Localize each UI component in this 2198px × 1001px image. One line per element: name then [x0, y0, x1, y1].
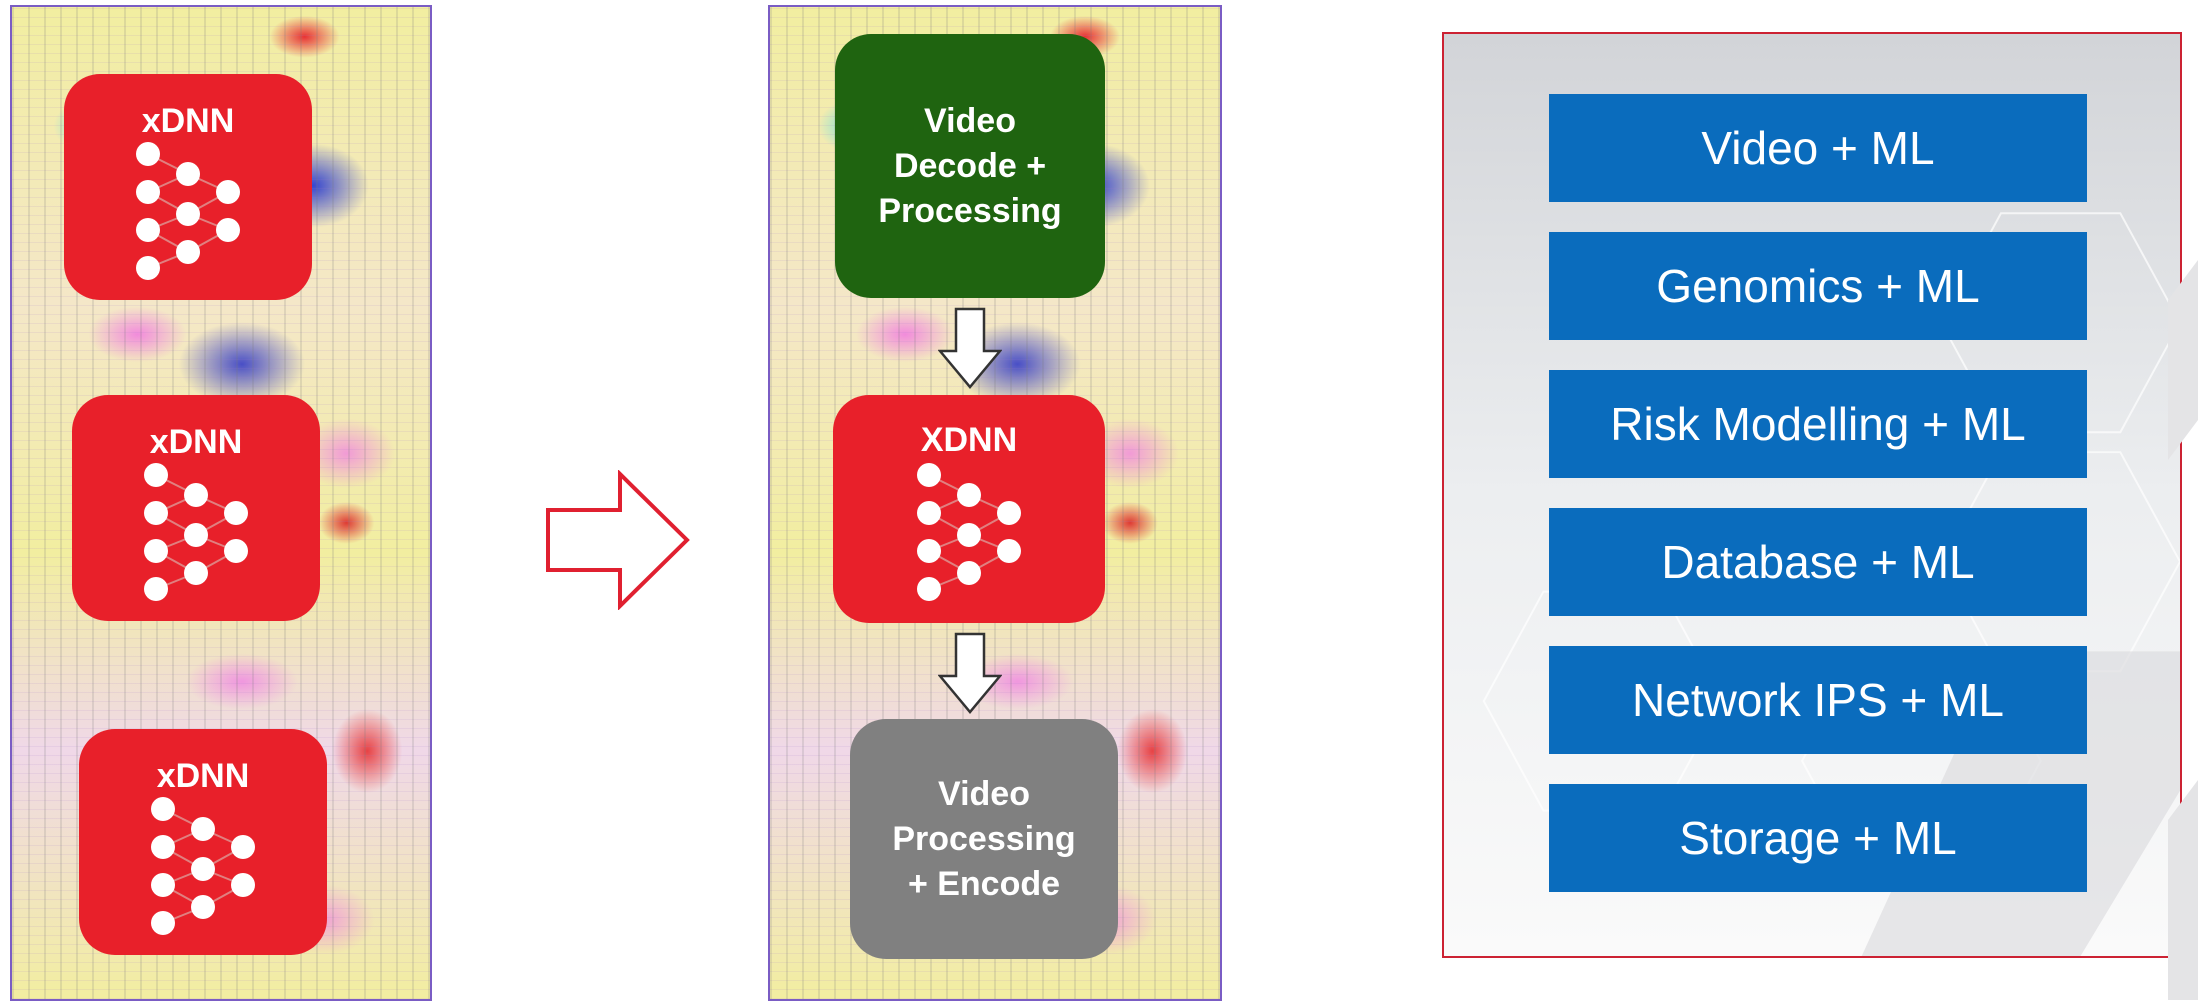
- encode-line-1: Video: [938, 774, 1030, 813]
- decode-line-1: Video: [924, 101, 1016, 140]
- neural-network-icon: [917, 463, 1021, 601]
- neural-network-icon: [151, 797, 255, 935]
- fpga-die-pipeline: Video Decode + Processing XDNN Video: [768, 5, 1222, 1001]
- app-storage-ml-button[interactable]: Storage + ML: [1549, 784, 2087, 892]
- xdnn-pipeline-label: XDNN: [920, 421, 1018, 459]
- app-network-ips-ml-button[interactable]: Network IPS + ML: [1549, 646, 2087, 754]
- xdnn-pipeline-block: XDNN: [833, 395, 1105, 623]
- app-video-ml-button[interactable]: Video + ML: [1549, 94, 2087, 202]
- down-arrow-icon: [938, 632, 1002, 714]
- app-risk-modelling-ml-button[interactable]: Risk Modelling + ML: [1549, 370, 2087, 478]
- chevron-decoration: [2168, 260, 2198, 1000]
- encode-line-2: Processing: [892, 819, 1076, 858]
- xdnn-label: xDNN: [156, 757, 250, 795]
- app-genomics-ml-button[interactable]: Genomics + ML: [1549, 232, 2087, 340]
- xdnn-label: xDNN: [141, 102, 235, 140]
- xdnn-label: xDNN: [149, 423, 243, 461]
- xdnn-block-2: xDNN: [72, 395, 320, 621]
- neural-network-icon: [136, 142, 240, 280]
- xdnn-block-1: xDNN: [64, 74, 312, 300]
- decode-line-3: Processing: [878, 191, 1062, 230]
- neural-network-icon: [144, 463, 248, 601]
- xdnn-block-3: xDNN: [79, 729, 327, 955]
- applications-panel: Video + ML Genomics + ML Risk Modelling …: [1442, 32, 2182, 958]
- app-database-ml-button[interactable]: Database + ML: [1549, 508, 2087, 616]
- right-arrow-icon: [546, 470, 690, 610]
- fpga-die-xdnn-only: xDNN xDNN: [10, 5, 432, 1001]
- video-encode-block: Video Processing + Encode: [850, 719, 1118, 959]
- video-decode-block: Video Decode + Processing: [835, 34, 1105, 298]
- down-arrow-icon: [938, 307, 1002, 389]
- encode-line-3: + Encode: [907, 864, 1061, 903]
- decode-line-2: Decode +: [893, 146, 1047, 185]
